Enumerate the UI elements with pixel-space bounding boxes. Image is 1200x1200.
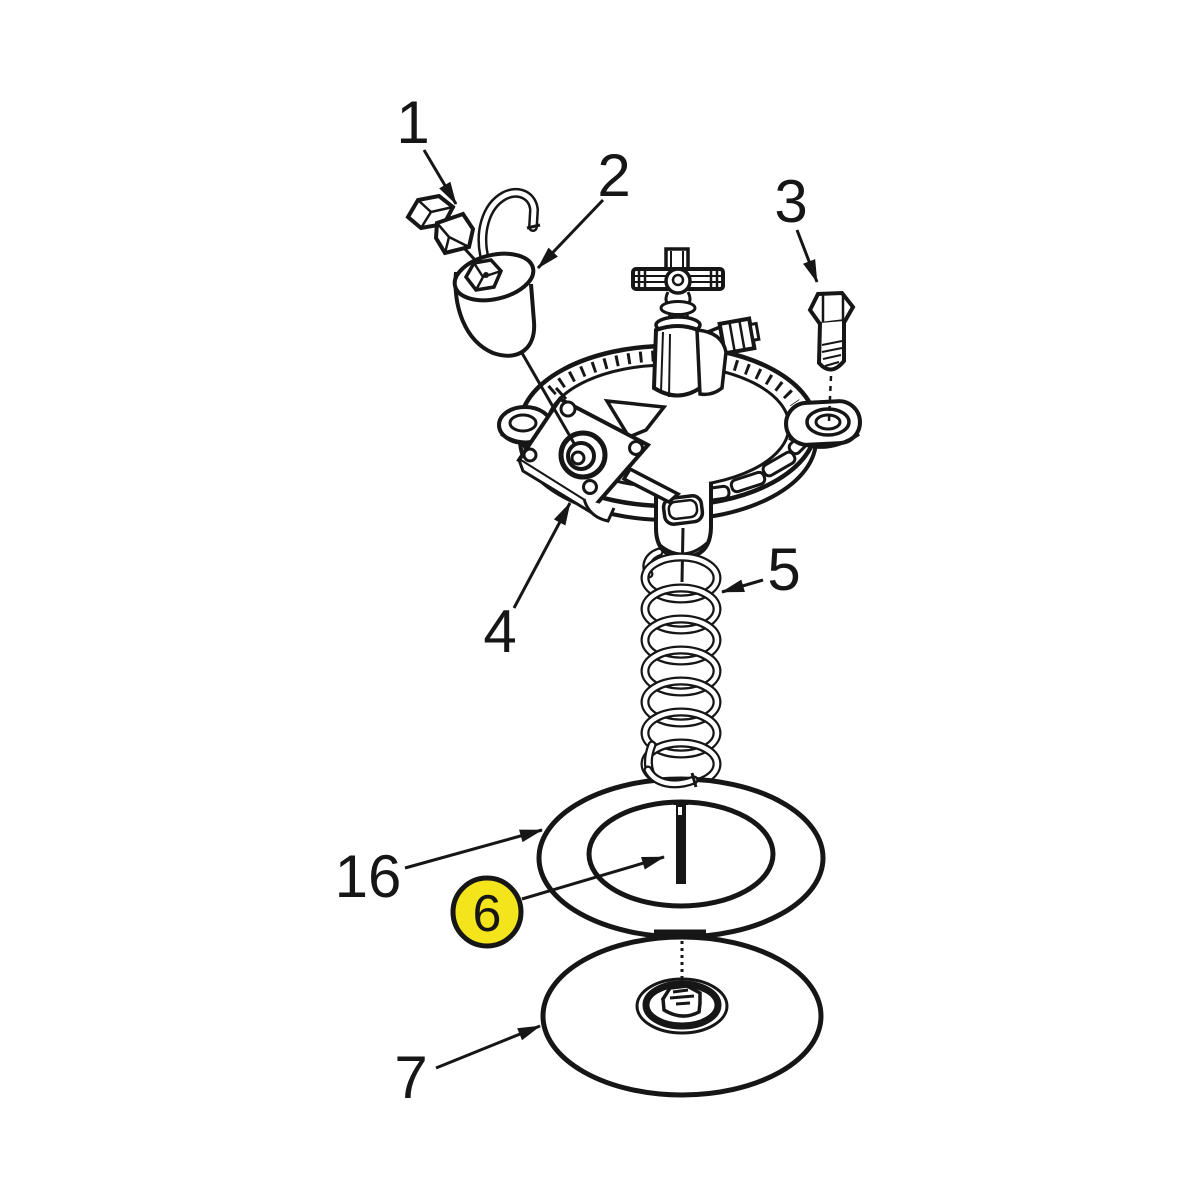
callout-part5[interactable]: 5 — [767, 536, 800, 603]
leader-part4 — [512, 502, 572, 609]
highlight-circle[interactable] — [450, 875, 524, 949]
side-plate-drawing — [516, 386, 682, 523]
callout-part6[interactable]: 6 — [473, 885, 502, 943]
leader-part2 — [536, 198, 605, 270]
leader-part7 — [435, 1024, 541, 1070]
callout-part6-highlighted[interactable]: 6 — [450, 875, 524, 949]
callout-labels: 1 2 3 4 5 16 6 7 — [335, 89, 808, 1111]
leader-part1 — [422, 149, 458, 205]
callout-part7[interactable]: 7 — [394, 1044, 427, 1111]
diaphragm-disc-drawing — [540, 929, 824, 1098]
hex-fitting-drawing — [405, 193, 478, 263]
callout-part1[interactable]: 1 — [396, 89, 429, 156]
callout-part3[interactable]: 3 — [774, 168, 807, 235]
leader-arrows — [404, 149, 819, 1070]
leader-part16 — [404, 828, 543, 870]
valve-side-port — [717, 316, 761, 356]
pin-drawing — [674, 803, 688, 884]
hex-bolt-drawing — [807, 290, 856, 422]
coil-spring-drawing — [640, 527, 722, 790]
callout-part2[interactable]: 2 — [597, 142, 630, 209]
valve-drawing — [631, 247, 761, 398]
leader-part3 — [795, 229, 819, 283]
callout-part4[interactable]: 4 — [483, 598, 516, 665]
canister-drawing — [452, 187, 577, 446]
leader-part5 — [721, 578, 764, 594]
leader-part6 — [521, 855, 665, 901]
right-mounting-ear — [784, 399, 862, 449]
callout-part16[interactable]: 16 — [335, 843, 402, 910]
